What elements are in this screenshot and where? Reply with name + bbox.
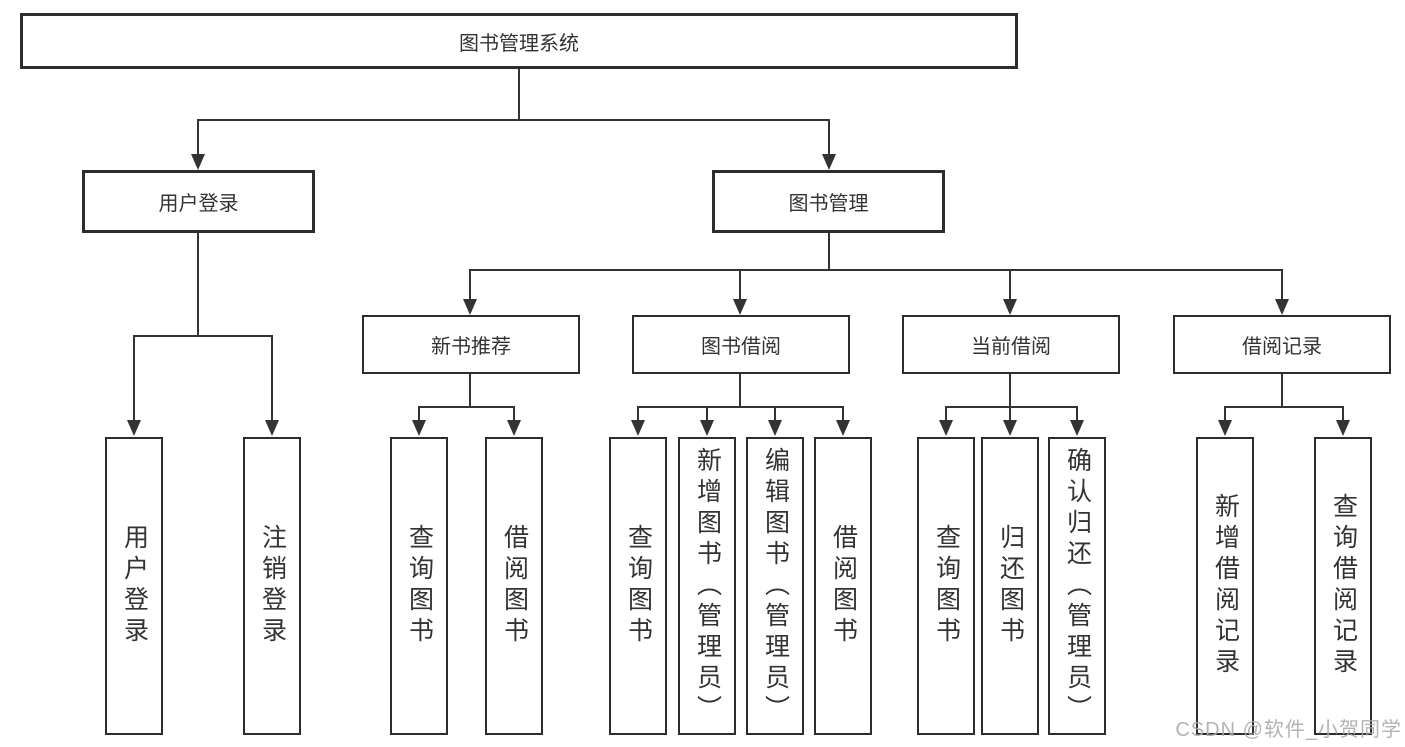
node-label: 查询借阅记录 — [1329, 493, 1358, 679]
node-current-borrow: 当前借阅 — [902, 315, 1120, 374]
arrowhead — [631, 420, 645, 436]
arrowhead — [463, 299, 477, 315]
arrowhead — [507, 420, 521, 436]
node-label: 借阅图书 — [500, 524, 529, 648]
leaf-query-books-recommend: 查询图书 — [390, 437, 448, 735]
leaf-confirm-return-admin: 确认归还（管理员） — [1048, 437, 1106, 735]
node-label: 新增图书（管理员） — [693, 446, 722, 726]
leaf-query-borrow-record: 查询借阅记录 — [1314, 437, 1372, 735]
arrowhead — [127, 420, 141, 436]
node-label: 归还图书 — [996, 524, 1025, 648]
node-label: 图书管理 — [788, 193, 869, 215]
leaf-logout: 注销登录 — [243, 437, 301, 735]
connector-book-borrow-group — [631, 373, 850, 436]
arrowhead — [1003, 420, 1017, 436]
node-label: 图书借阅 — [701, 336, 781, 358]
arrowhead — [939, 420, 953, 436]
arrowhead — [1003, 299, 1017, 315]
arrowhead — [1336, 420, 1350, 436]
node-root-system: 图书管理系统 — [20, 13, 1018, 69]
connector-current-borrow-group — [939, 373, 1084, 436]
node-label: 查询图书 — [405, 524, 434, 648]
leaf-borrow-books-borrow: 借阅图书 — [814, 437, 872, 735]
leaf-user-login: 用户登录 — [105, 437, 163, 735]
arrowhead — [733, 299, 747, 315]
leaf-return-book: 归还图书 — [981, 437, 1039, 735]
node-new-book-recommend: 新书推荐 — [362, 315, 580, 374]
leaf-query-books-current: 查询图书 — [917, 437, 975, 735]
arrowhead — [191, 154, 205, 170]
arrowhead — [1275, 299, 1289, 315]
node-borrow-records: 借阅记录 — [1173, 315, 1391, 374]
node-label: 注销登录 — [258, 524, 287, 648]
node-label: 新增借阅记录 — [1211, 493, 1240, 679]
leaf-query-books-borrow: 查询图书 — [609, 437, 667, 735]
arrowhead — [822, 154, 836, 170]
connector-book-management-branch — [463, 232, 1289, 315]
leaf-edit-book-admin: 编辑图书（管理员） — [746, 437, 804, 735]
leaf-add-book-admin: 新增图书（管理员） — [678, 437, 736, 735]
node-label: 查询图书 — [624, 524, 653, 648]
leaf-add-borrow-record: 新增借阅记录 — [1196, 437, 1254, 735]
node-label: 图书管理系统 — [459, 32, 579, 55]
node-label: 当前借阅 — [971, 336, 1051, 358]
arrowhead — [1070, 420, 1084, 436]
arrowhead — [836, 420, 850, 436]
node-user-login: 用户登录 — [82, 170, 315, 233]
node-label: 新书推荐 — [431, 336, 511, 358]
node-label: 确认归还（管理员） — [1063, 446, 1092, 726]
arrowhead — [1218, 420, 1232, 436]
node-label: 查询图书 — [932, 524, 961, 648]
arrowhead — [412, 420, 426, 436]
node-label: 用户登录 — [158, 193, 239, 215]
node-book-borrow: 图书借阅 — [632, 315, 850, 374]
csdn-watermark: CSDN @软件_小贺同学 — [1175, 719, 1402, 741]
arrowhead — [265, 420, 279, 436]
node-label: 用户登录 — [120, 524, 149, 648]
connector-root-to-level2 — [191, 69, 836, 170]
arrowhead — [700, 420, 714, 436]
node-label: 借阅记录 — [1242, 336, 1322, 358]
node-label: 借阅图书 — [829, 524, 858, 648]
connector-new-book-group — [412, 373, 521, 436]
node-book-management: 图书管理 — [712, 170, 945, 233]
leaf-borrow-books-recommend: 借阅图书 — [485, 437, 543, 735]
connector-user-login-branch — [127, 232, 279, 436]
connector-borrow-record-group — [1218, 373, 1350, 436]
node-label: 编辑图书（管理员） — [761, 446, 790, 726]
arrowhead — [768, 420, 782, 436]
